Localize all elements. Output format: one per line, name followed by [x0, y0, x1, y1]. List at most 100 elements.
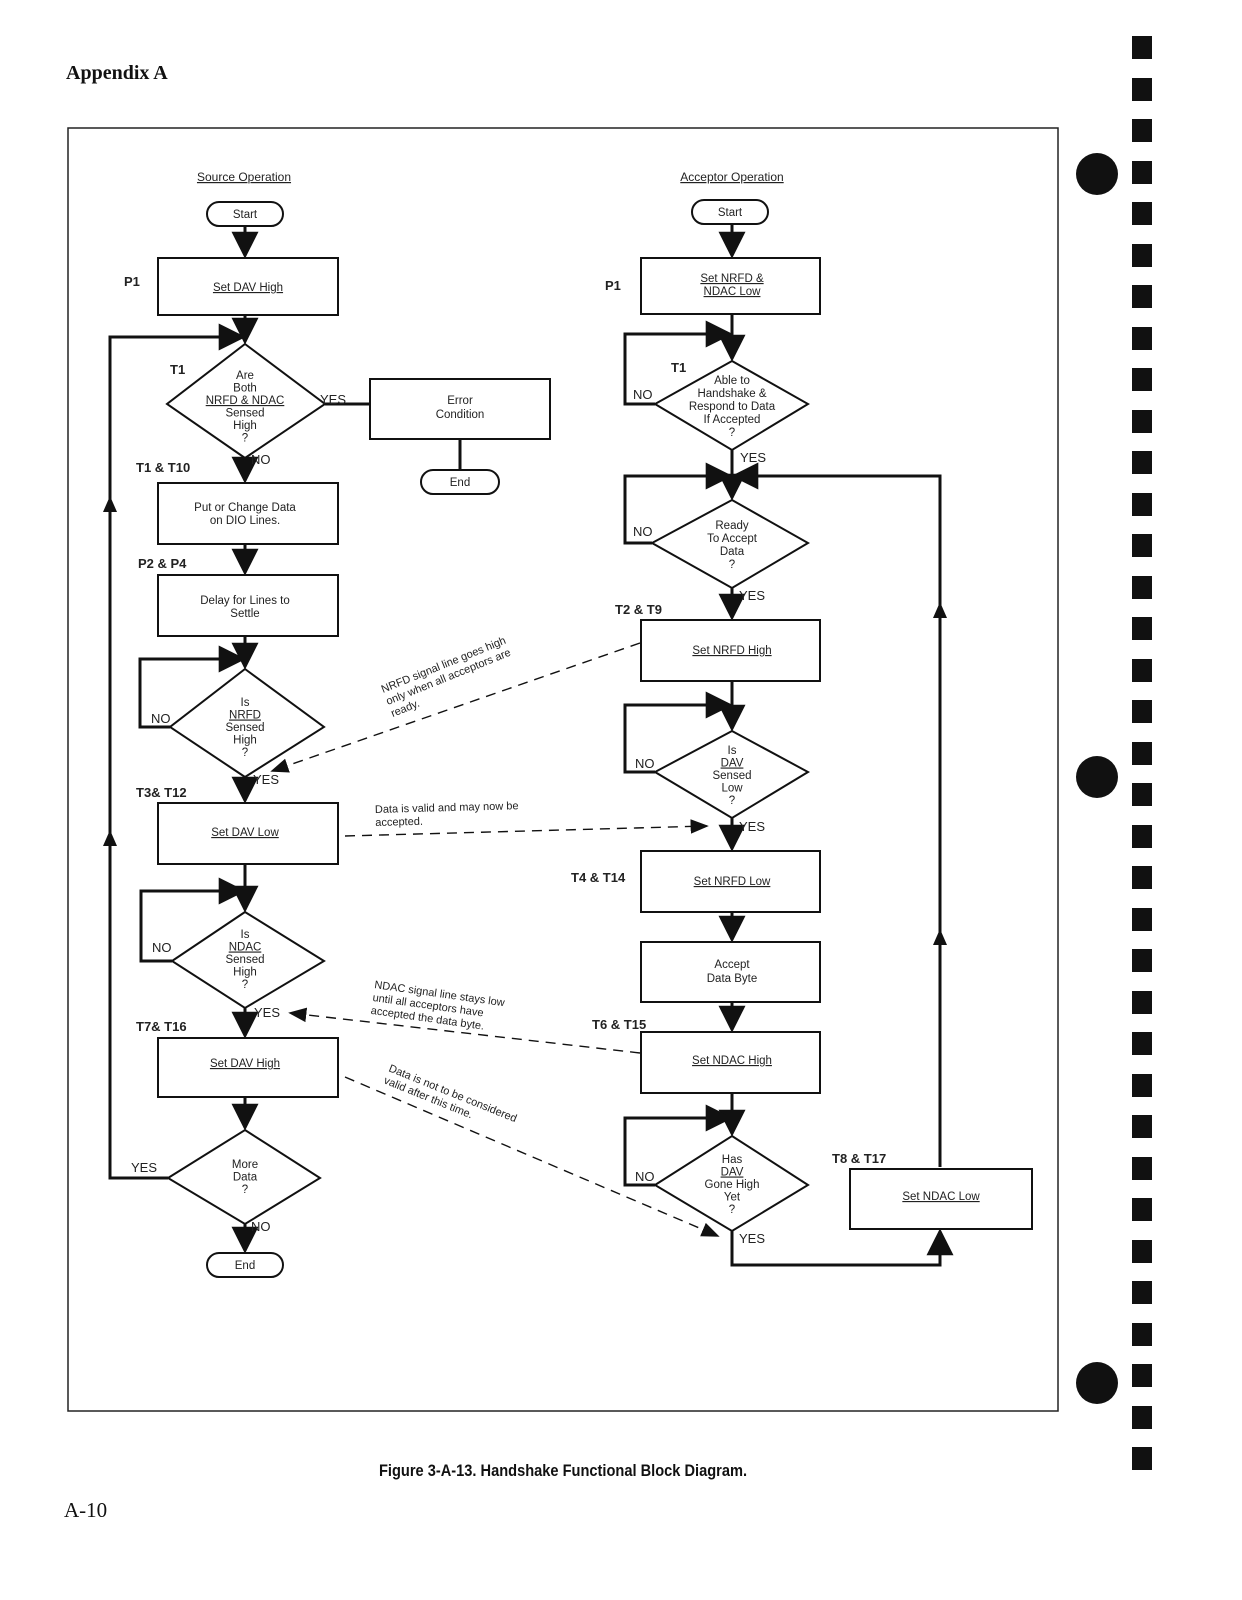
nrfd-decision-text: ?	[242, 747, 248, 759]
error-end-text: End	[450, 477, 470, 489]
acceptor-davlow-no: NO	[635, 756, 655, 771]
binding-mark	[1132, 160, 1152, 184]
source-ndac-yes: YES	[254, 1005, 280, 1020]
source-start-text: Start	[233, 209, 258, 221]
source-nrfd-no: NO	[151, 711, 171, 726]
source-both-decision-text: Both	[233, 383, 257, 395]
binding-mark	[1132, 824, 1152, 848]
binding-mark	[1132, 368, 1152, 391]
binding-mark	[1132, 409, 1152, 433]
binding-mark	[1132, 1032, 1152, 1055]
put-change-data-text: on DIO Lines.	[210, 515, 280, 527]
source-both-decision-text: NRFD & NDAC	[206, 395, 285, 407]
accept-data-byte-box	[640, 941, 821, 1003]
source-set-dav-high-text: Set DAV High	[213, 282, 283, 294]
acceptor-t2t9-label: T2 & T9	[615, 602, 662, 617]
dav-low-decision-text: DAV	[721, 758, 744, 770]
acc-loop-line	[623, 320, 733, 406]
source-t1t10-label: T1 & T10	[136, 460, 190, 475]
binding-mark	[1132, 243, 1152, 267]
binding-mark	[1132, 783, 1152, 806]
src-up-arrow	[103, 496, 117, 512]
binding-mark	[1132, 77, 1152, 101]
ready-decision-text: Ready	[715, 520, 748, 532]
binding-mark	[1132, 1281, 1152, 1304]
source-t7t16-label: T7& T16	[136, 1019, 187, 1034]
binding-mark	[1132, 575, 1152, 599]
set-nrfd-high-text: Set NRFD High	[692, 645, 771, 657]
able-decision-text: Able to	[714, 375, 750, 387]
binding-mark	[1132, 1364, 1152, 1387]
acceptor-davhigh-no: NO	[635, 1169, 655, 1184]
binding-mark	[1132, 990, 1152, 1014]
ready-decision-text: Data	[720, 546, 745, 558]
binding-mark	[1132, 451, 1152, 474]
acceptor-davhigh-yes: YES	[739, 1231, 765, 1246]
ndac-decision-text: High	[233, 967, 257, 979]
acceptor-start-terminal	[691, 199, 769, 225]
punch-hole	[1076, 153, 1118, 195]
source-both-decision-text: Sensed	[225, 408, 264, 420]
nrfd-decision-text: NRFD	[229, 710, 261, 722]
acceptor-t8t17-label: T8 & T17	[832, 1151, 886, 1166]
acc-up-arrow	[933, 929, 947, 945]
ndac-decision-text: NDAC	[229, 942, 262, 954]
acceptor-t4t14-label: T4 & T14	[571, 870, 626, 885]
src-loop-line	[139, 877, 246, 963]
ndac-decision-text: Sensed	[225, 954, 264, 966]
binding-mark	[1132, 1156, 1152, 1180]
error-condition-text: Error	[447, 395, 473, 407]
dav-low-decision-text: ?	[729, 795, 735, 807]
ready-decision-text: ?	[729, 559, 735, 571]
acceptor-able-yes: YES	[740, 450, 766, 465]
source-end-text: End	[235, 1260, 255, 1272]
data-valid-dashed-line	[344, 819, 709, 837]
page-header: Appendix A	[66, 62, 168, 84]
binding-mark	[1132, 1073, 1152, 1097]
acceptor-t1-label: T1	[671, 360, 686, 375]
able-decision-text: Respond to Data	[689, 401, 776, 413]
error-condition-text: Condition	[436, 409, 485, 421]
dav-gone-high-text: ?	[729, 1204, 735, 1216]
binding-mark	[1132, 1405, 1152, 1429]
source-both-decision-text: High	[233, 420, 257, 432]
binding-mark	[1132, 1447, 1152, 1470]
binding-mark	[1132, 202, 1152, 225]
acceptor-davlow-yes: YES	[739, 819, 765, 834]
acceptor-set-nrfd-ndac-low-text: Set NRFD &	[700, 273, 764, 285]
not-valid-dashed-line	[344, 1076, 720, 1237]
binding-mark	[1132, 700, 1152, 723]
binding-mark	[1132, 119, 1152, 142]
binding-mark	[1132, 326, 1152, 350]
binding-mark	[1132, 285, 1152, 308]
ndac-decision-text: Is	[241, 929, 250, 941]
acceptor-set-nrfd-ndac-low-text: NDAC Low	[704, 286, 762, 298]
acceptor-start-text: Start	[718, 207, 743, 219]
page-number: A-10	[64, 1498, 108, 1522]
source-both-decision-text: Are	[236, 370, 254, 382]
set-ndac-high-text: Set NDAC High	[692, 1055, 772, 1067]
ndac-signal-dashed-line	[288, 1007, 641, 1054]
dav-gone-high-text: Gone High	[705, 1179, 760, 1191]
binding-mark	[1132, 1322, 1152, 1346]
src-loop-line	[138, 645, 246, 729]
acc-loop-line	[623, 462, 733, 545]
source-operation-title: Source Operation	[197, 170, 291, 184]
acceptor-ready-no: NO	[633, 524, 653, 539]
able-decision-text: If Accepted	[704, 414, 761, 426]
source-set-dav-low-text: Set DAV Low	[211, 827, 279, 839]
dav-gone-high-text: Has	[722, 1154, 743, 1166]
dav-gone-high-text: Yet	[724, 1192, 741, 1204]
source-both-decision-text: ?	[242, 433, 248, 445]
data-valid-note-line: accepted.	[375, 816, 423, 829]
ndac-decision-text: ?	[242, 979, 248, 991]
binding-mark	[1132, 741, 1152, 765]
delay-settle-text: Settle	[230, 608, 259, 620]
nrfd-decision-text: Sensed	[225, 722, 264, 734]
set-nrfd-low-text: Set NRFD Low	[694, 876, 771, 888]
binding-mark	[1132, 617, 1152, 640]
figure-caption: Figure 3-A-13. Handshake Functional Bloc…	[378, 1461, 748, 1480]
